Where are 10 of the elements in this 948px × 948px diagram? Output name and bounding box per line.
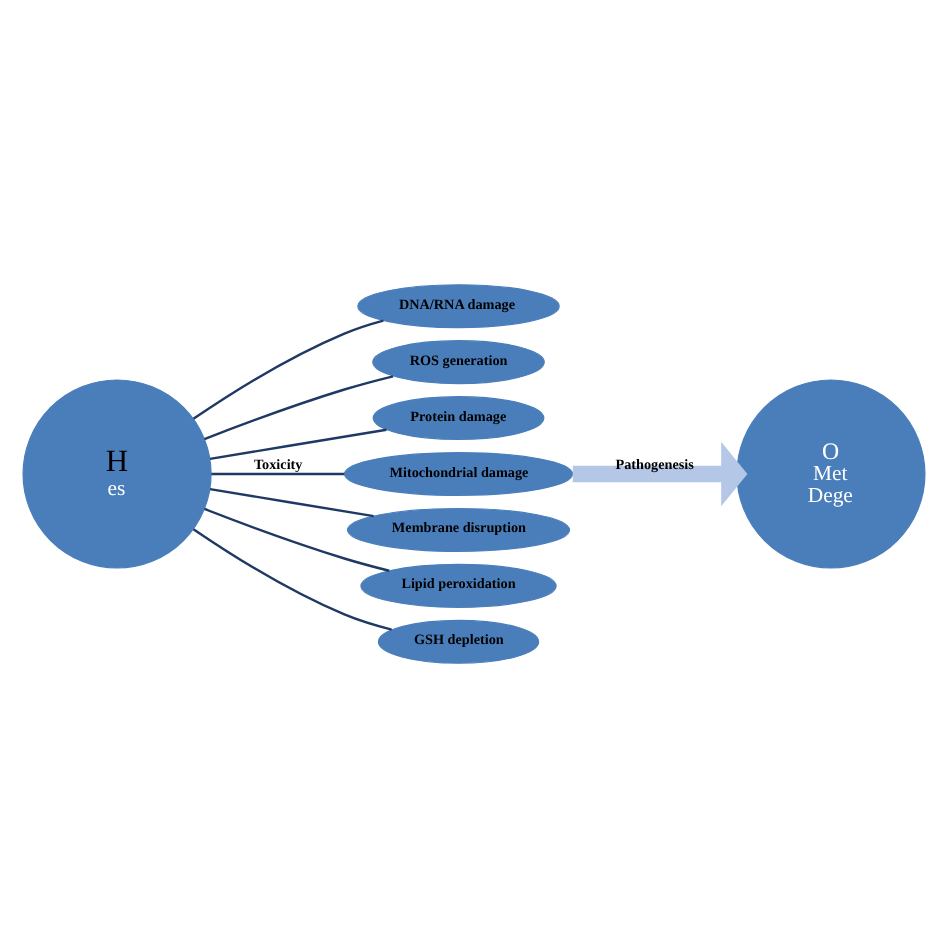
node-circle: H es: [22, 379, 212, 569]
connector: [192, 319, 384, 420]
connector: [192, 528, 392, 631]
node-circle: O Met Dege: [736, 379, 926, 569]
connector: [204, 507, 390, 572]
connector: [211, 472, 345, 476]
connector: [204, 375, 394, 441]
arrow: [572, 441, 748, 507]
connector: [209, 428, 387, 461]
connector: [209, 487, 374, 518]
